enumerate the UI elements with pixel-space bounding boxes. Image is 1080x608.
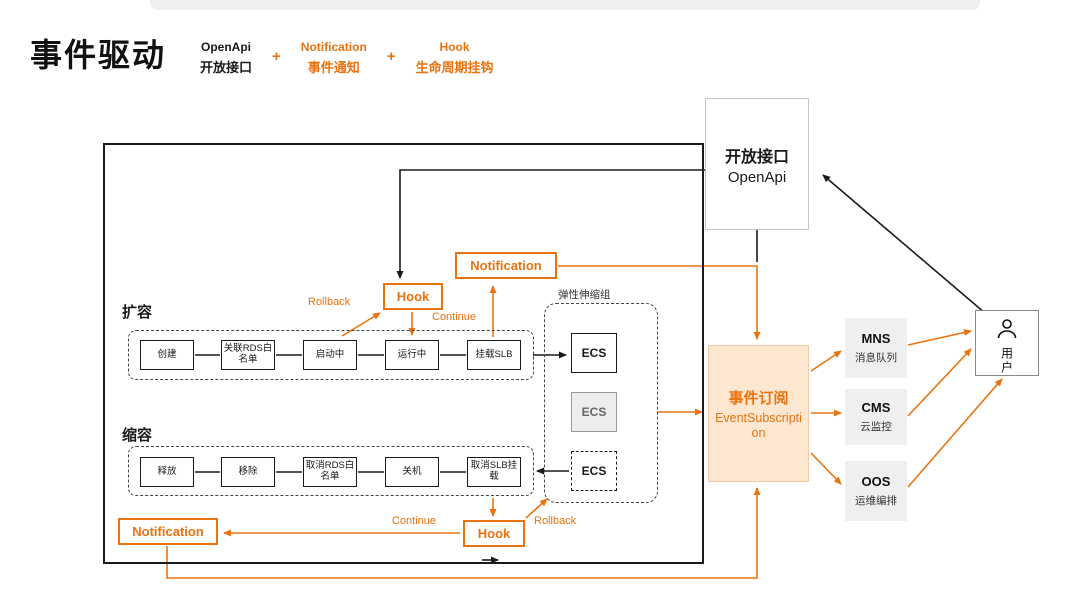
event-subscription-title: 事件订阅 xyxy=(728,389,789,407)
scaling-group xyxy=(544,303,658,503)
arrow-openapi-to-hook xyxy=(396,169,705,279)
service-mns-desc: 消息队列 xyxy=(855,352,897,364)
service-mns: MNS 消息队列 xyxy=(845,318,907,378)
legend-openapi: OpenApi 开放接口 xyxy=(200,40,252,76)
arrow-rollback-bottom xyxy=(525,498,548,519)
step-detach-slb: 取消SLB挂载 xyxy=(467,457,521,487)
step-remove: 移除 xyxy=(221,457,275,487)
ecs-instance-1: ECS xyxy=(571,333,617,373)
legend-openapi-zh: 开放接口 xyxy=(200,60,253,75)
legend-hook-en: Hook xyxy=(439,40,470,54)
notification-box-bottom: Notification xyxy=(118,518,218,545)
arrow-rollback-top xyxy=(341,312,381,337)
notification-box-top: Notification xyxy=(455,252,557,279)
user-icon xyxy=(996,318,1018,345)
scale-out-lane xyxy=(128,330,534,380)
step-release: 释放 xyxy=(140,457,194,487)
arrow-oos-to-user xyxy=(907,378,1003,488)
black-arrows xyxy=(195,169,986,564)
event-subscription-box: 事件订阅 EventSubscription xyxy=(708,345,809,482)
ecs-instance-3: ECS xyxy=(571,451,617,491)
service-mns-name: MNS xyxy=(861,331,891,346)
arrow-eventsub-to-mns xyxy=(810,350,842,372)
arrow-eventsub-to-oos xyxy=(810,452,842,485)
step-starting: 启动中 xyxy=(303,340,357,370)
event-subscription-subtitle: EventSubscription xyxy=(715,410,802,440)
service-cms-name: CMS xyxy=(861,400,891,415)
user-label: 用户 xyxy=(999,347,1014,375)
step-detach-rds: 取消RDS白名单 xyxy=(303,457,357,487)
hook-box-bottom: Hook xyxy=(463,520,525,547)
ecs-instance-2: ECS xyxy=(571,392,617,432)
main-boundary xyxy=(103,143,704,564)
service-oos: OOS 运维编排 xyxy=(845,461,907,521)
rollback-label-bottom: Rollback xyxy=(534,515,577,527)
step-shutdown: 关机 xyxy=(385,457,439,487)
legend-notification: Notification 事件通知 xyxy=(301,40,367,76)
legend-notification-en: Notification xyxy=(300,40,367,54)
step-attach-slb: 挂载SLB xyxy=(467,340,521,370)
continue-label-top: Continue xyxy=(432,311,477,323)
legend: OpenApi 开放接口 + Notification 事件通知 + Hook … xyxy=(200,40,494,76)
scale-in-label: 缩容 xyxy=(122,427,153,444)
orange-arrows xyxy=(166,265,1003,579)
rollback-label-top: Rollback xyxy=(308,296,351,308)
page-title: 事件驱动 xyxy=(30,37,167,73)
arrow-mns-to-user xyxy=(907,329,972,346)
service-oos-name: OOS xyxy=(861,474,891,489)
user-box: 用户 xyxy=(975,310,1039,376)
continue-label-bottom: Continue xyxy=(392,515,437,527)
scale-in-lane xyxy=(128,446,534,496)
arrow-notification-to-eventsub xyxy=(558,265,761,340)
scaling-group-label: 弹性伸缩组 xyxy=(558,289,611,301)
service-cms: CMS 云监控 xyxy=(845,389,907,445)
service-cms-desc: 云监控 xyxy=(860,421,892,433)
step-create: 创建 xyxy=(140,340,194,370)
legend-plus-2: + xyxy=(386,48,396,65)
openapi-box: 开放接口 OpenApi xyxy=(705,98,809,230)
arrow-user-to-openapi xyxy=(822,174,986,314)
service-oos-desc: 运维编排 xyxy=(855,495,897,507)
legend-plus-1: + xyxy=(272,48,281,65)
step-running: 运行中 xyxy=(385,340,439,370)
arrow-cms-to-user xyxy=(907,348,972,417)
legend-hook: Hook 生命周期挂钩 xyxy=(416,40,494,76)
openapi-box-zh: 开放接口 xyxy=(724,148,789,166)
hook-box-top: Hook xyxy=(383,283,443,310)
legend-openapi-en: OpenApi xyxy=(201,40,251,54)
step-attach-rds: 关联RDS白名单 xyxy=(221,340,275,370)
scale-out-label: 扩容 xyxy=(122,304,153,321)
top-strip xyxy=(150,0,980,10)
legend-hook-zh: 生命周期挂钩 xyxy=(415,60,494,75)
legend-notification-zh: 事件通知 xyxy=(307,60,360,75)
openapi-box-en: OpenApi xyxy=(727,168,787,186)
